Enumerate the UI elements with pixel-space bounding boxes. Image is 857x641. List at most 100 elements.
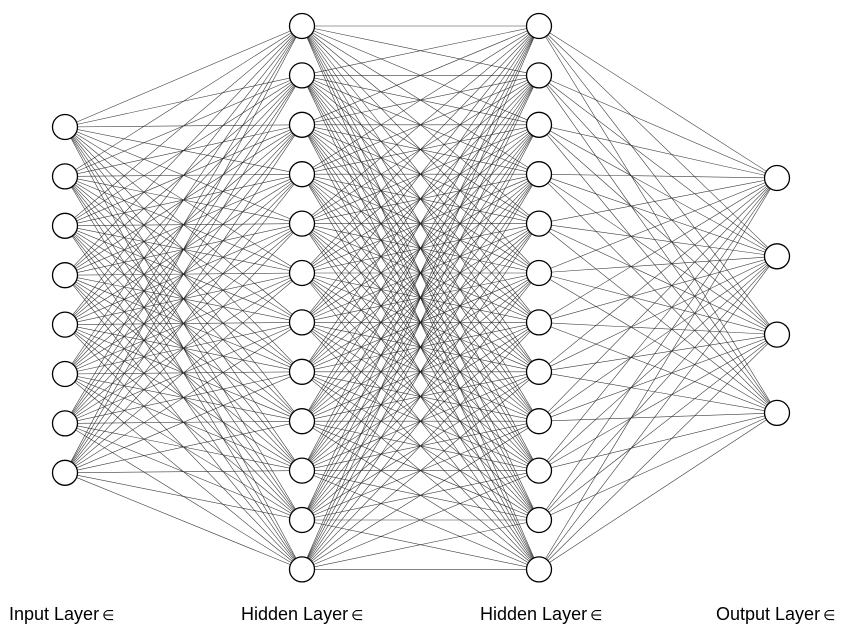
connection-hidden-1-6-to-hidden-2-1 (301, 25, 540, 274)
connection-hidden-2-3-to-output-2 (538, 124, 778, 257)
hidden-1-layer-node-7 (288, 309, 316, 336)
connection-hidden-2-9-to-output-4 (538, 412, 778, 422)
connection-hidden-2-1-to-output-1 (538, 25, 778, 179)
hidden-1-layer-node-4 (288, 161, 316, 188)
connection-hidden-1-12-to-hidden-2-6 (301, 272, 540, 570)
connection-input-8-to-hidden-1-11 (64, 472, 303, 521)
connection-hidden-1-12-to-hidden-2-8 (301, 371, 540, 570)
connection-hidden-2-8-to-output-4 (538, 371, 778, 414)
connection-input-8-to-hidden-1-3 (64, 124, 303, 473)
output-layer-label-text: Output Layer (716, 604, 821, 624)
connection-input-6-to-hidden-1-1 (64, 25, 303, 375)
connection-hidden-2-1-to-output-3 (538, 25, 778, 335)
connection-hidden-1-12-to-hidden-2-2 (301, 75, 540, 570)
hidden-layer-2-label-text: Hidden Layer (480, 604, 588, 624)
connection-hidden-2-5-to-output-1 (538, 177, 778, 224)
connection-hidden-2-5-to-output-2 (538, 223, 778, 257)
hidden-1-layer-node-5 (288, 210, 316, 237)
connection-hidden-2-12-to-output-1 (538, 177, 778, 570)
connection-hidden-2-6-to-output-3 (538, 272, 778, 335)
input-layer-node-5 (51, 311, 79, 338)
connection-hidden-2-1-to-output-2 (538, 25, 778, 257)
input-layer-label-text: Input Layer (9, 604, 100, 624)
hidden-2-layer-node-12 (525, 556, 553, 583)
input-layer-label-suffix: ∈ (102, 607, 115, 623)
connection-input-8-to-hidden-1-7 (64, 322, 303, 474)
output-layer-node-2 (763, 243, 791, 270)
connection-hidden-2-4-to-output-2 (538, 173, 778, 257)
connection-hidden-2-2-to-output-2 (538, 75, 778, 257)
hidden-1-layer-node-8 (288, 358, 316, 385)
connection-hidden-1-12-to-hidden-2-11 (301, 519, 540, 570)
connection-hidden-1-12-to-hidden-2-1 (301, 25, 540, 570)
connection-hidden-1-11-to-hidden-2-1 (301, 25, 540, 521)
hidden-1-layer-node-11 (288, 506, 316, 534)
hidden-2-layer-node-9 (525, 408, 553, 435)
connection-hidden-2-1-to-output-4 (538, 25, 778, 414)
output-layer-label: Output Layer∈ (716, 604, 835, 625)
connection-input-8-to-hidden-1-6 (64, 272, 303, 474)
connection-hidden-2-7-to-output-2 (538, 256, 778, 323)
connection-hidden-2-9-to-output-3 (538, 334, 778, 422)
hidden-layer-1-label: Hidden Layer∈ (241, 604, 363, 625)
hidden-2-layer-node-6 (525, 259, 553, 287)
output-layer-label-suffix: ∈ (823, 607, 836, 623)
hidden-2-layer-node-5 (525, 210, 553, 237)
connection-hidden-2-2-to-output-4 (538, 75, 778, 414)
connection-hidden-1-12-to-hidden-2-5 (301, 223, 540, 570)
connection-hidden-2-7-to-output-3 (538, 322, 778, 335)
connection-input-8-to-hidden-1-1 (64, 25, 303, 473)
connection-hidden-1-8-to-hidden-2-1 (301, 25, 540, 372)
connection-hidden-1-5-to-hidden-2-1 (301, 25, 540, 224)
connection-input-8-to-hidden-1-4 (64, 174, 303, 473)
input-layer-node-3 (51, 212, 79, 239)
connection-hidden-2-3-to-output-1 (538, 124, 778, 179)
hidden-2-layer-node-7 (525, 309, 553, 336)
input-layer-node-7 (51, 410, 79, 437)
connection-hidden-2-2-to-output-1 (538, 75, 778, 179)
hidden-2-layer-node-1 (525, 12, 553, 40)
connection-hidden-2-3-to-output-3 (538, 124, 778, 335)
connection-input-8-to-hidden-1-5 (64, 223, 303, 474)
input-layer-node-8 (51, 459, 79, 486)
connection-hidden-2-7-to-output-4 (538, 322, 778, 414)
hidden-2-layer-node-11 (525, 506, 553, 534)
connection-input-8-to-hidden-1-2 (64, 75, 303, 473)
connection-hidden-1-4-to-hidden-2-1 (301, 25, 540, 175)
connection-hidden-2-10-to-output-2 (538, 256, 778, 471)
hidden-layer-1-label-text: Hidden Layer (241, 604, 349, 624)
hidden-layer-1-label-suffix: ∈ (351, 607, 364, 623)
input-layer-label: Input Layer∈ (9, 604, 114, 625)
connection-hidden-1-3-to-hidden-2-1 (301, 25, 540, 126)
connection-input-5-to-hidden-1-1 (64, 25, 303, 325)
input-layer-node-4 (51, 262, 79, 289)
connection-hidden-2-2-to-output-3 (538, 75, 778, 335)
input-layer-node-1 (51, 113, 79, 141)
hidden-2-layer-node-4 (525, 161, 553, 188)
connection-hidden-1-10-to-hidden-2-1 (301, 25, 540, 471)
connections-group (64, 25, 778, 570)
connection-hidden-2-6-to-output-4 (538, 272, 778, 414)
output-layer-node-1 (763, 164, 791, 192)
connection-hidden-2-4-to-output-1 (538, 173, 778, 179)
input-layer-node-6 (51, 360, 79, 388)
hidden-2-layer-node-10 (525, 457, 553, 484)
connection-hidden-2-8-to-output-3 (538, 334, 778, 373)
connection-input-8-to-hidden-1-8 (64, 371, 303, 474)
connection-hidden-1-12-to-hidden-2-4 (301, 174, 540, 570)
connection-hidden-2-5-to-output-4 (538, 223, 778, 414)
hidden-1-layer-node-10 (288, 457, 316, 484)
connection-hidden-2-12-to-output-2 (538, 256, 778, 570)
connection-hidden-2-11-to-output-4 (538, 412, 778, 521)
connection-hidden-2-5-to-output-3 (538, 223, 778, 335)
connection-hidden-2-7-to-output-1 (538, 177, 778, 323)
connection-hidden-2-11-to-output-1 (538, 177, 778, 521)
connection-hidden-2-4-to-output-3 (538, 173, 778, 335)
connection-hidden-2-6-to-output-2 (538, 256, 778, 274)
connection-hidden-2-10-to-output-1 (538, 177, 778, 471)
connection-hidden-1-12-to-hidden-2-3 (301, 124, 540, 570)
connection-hidden-2-12-to-output-4 (538, 412, 778, 570)
connection-hidden-2-6-to-output-1 (538, 177, 778, 274)
connection-hidden-1-12-to-hidden-2-7 (301, 322, 540, 570)
